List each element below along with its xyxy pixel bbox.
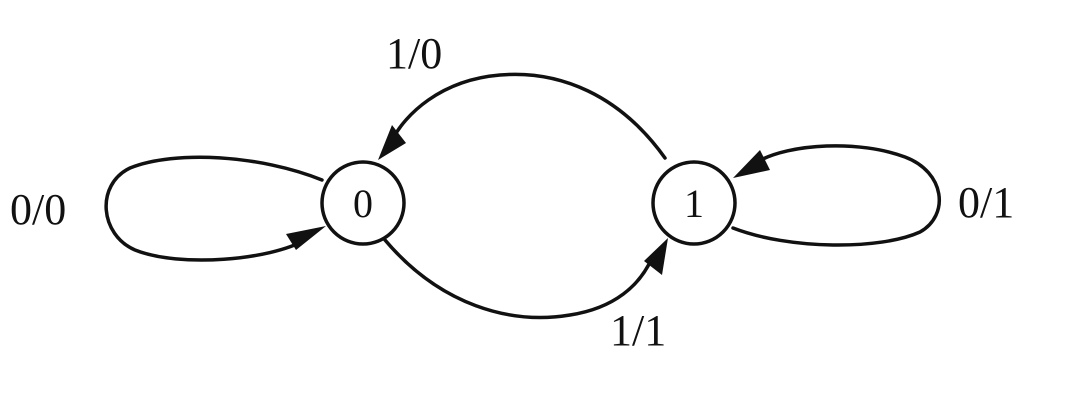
state-node-0: 0 (320, 160, 406, 246)
edge-label-self-loop-0: 0/0 (10, 185, 66, 234)
state-node-1: 1 (651, 160, 737, 246)
arrowhead-self-loop-1 (733, 150, 770, 178)
state-label-1: 1 (684, 181, 704, 226)
edge-0-to-1 (383, 238, 654, 320)
edge-label-0-to-1: 1/1 (610, 306, 666, 355)
edge-1-to-0 (390, 72, 667, 160)
arrowhead-self-loop-0 (286, 226, 326, 250)
edge-label-self-loop-1: 0/1 (958, 178, 1014, 227)
state-label-0: 0 (353, 181, 373, 226)
edge-label-1-to-0: 1/0 (386, 29, 442, 78)
arrowhead-0-to-1 (644, 238, 668, 275)
state-circle-1 (651, 160, 737, 246)
edge-self-loop-1 (731, 144, 941, 247)
state-circle-0 (320, 160, 406, 246)
arrowhead-1-to-0 (378, 125, 406, 160)
edge-self-loop-0 (104, 155, 324, 262)
